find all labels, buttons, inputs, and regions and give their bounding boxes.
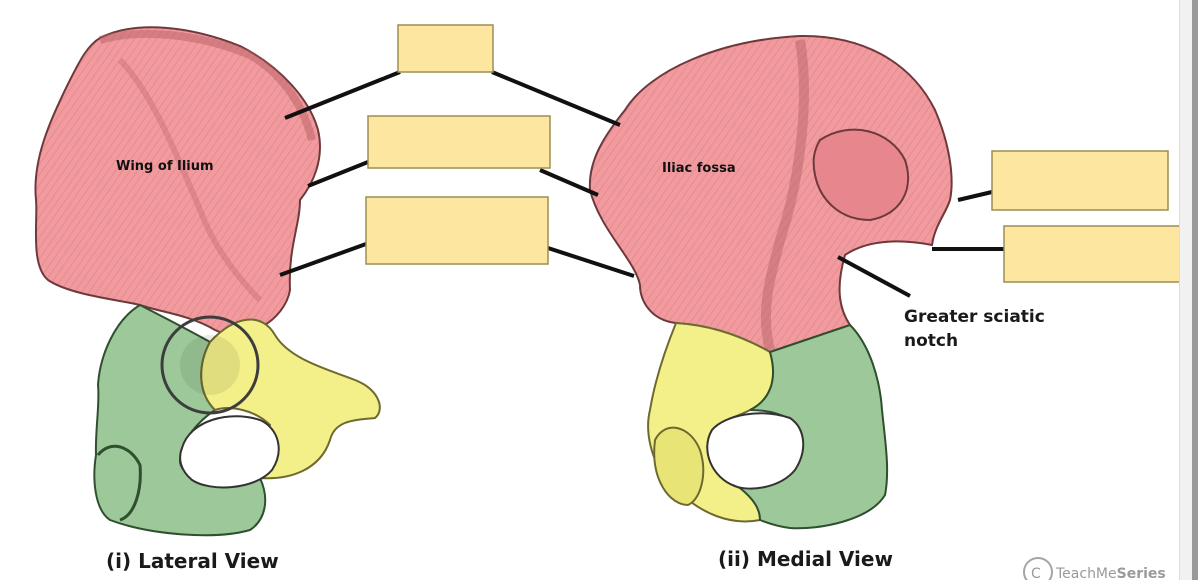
answer-box-2[interactable]	[368, 116, 550, 168]
svg-text:TeachMeSeries: TeachMeSeries	[1055, 566, 1166, 580]
caption-medial-view: (ii) Medial View	[718, 547, 893, 571]
vertical-scrollbar[interactable]	[1179, 0, 1198, 580]
answer-box-5[interactable]	[1004, 226, 1180, 282]
label-wing-of-ilium: Wing of Ilium	[116, 159, 214, 174]
lateral-view-bone	[35, 27, 379, 535]
caption-lateral-view: (i) Lateral View	[106, 549, 279, 573]
answer-box-4[interactable]	[992, 151, 1168, 210]
label-iliac-fossa: Iliac fossa	[662, 161, 736, 176]
label-greater-sciatic-notch-line2: notch	[904, 331, 958, 351]
label-greater-sciatic-notch-line1: Greater sciatic	[904, 307, 1045, 327]
medial-obturator-foramen	[707, 413, 803, 488]
watermark: C TeachMeSeries	[1024, 558, 1166, 580]
answer-box-1[interactable]	[398, 25, 493, 72]
scrollbar-edge	[1192, 0, 1198, 580]
answer-box-3[interactable]	[366, 197, 548, 264]
svg-text:C: C	[1031, 566, 1041, 580]
medial-view-bone	[590, 36, 952, 528]
